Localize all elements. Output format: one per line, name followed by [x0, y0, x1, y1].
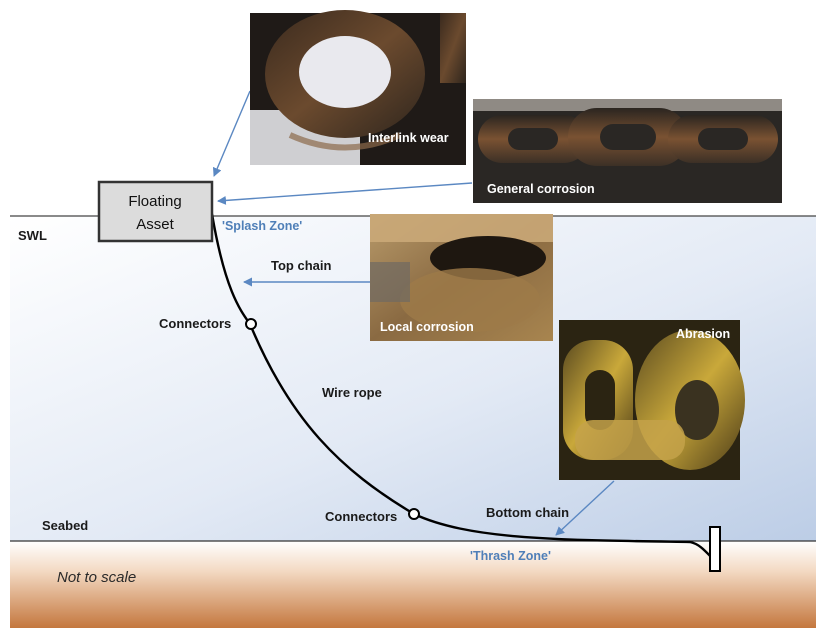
top-chain-label: Top chain [271, 258, 331, 273]
swl-label: SWL [18, 228, 47, 243]
photo-interlink-wear: Interlink wear [250, 10, 466, 165]
photo-general-corrosion-caption: General corrosion [487, 182, 595, 196]
photo-general-corrosion: General corrosion [473, 99, 782, 203]
connectors-upper-label: Connectors [159, 316, 231, 331]
arrow-general-corrosion [218, 183, 472, 201]
splash-zone-label: 'Splash Zone' [222, 219, 302, 233]
photo-abrasion-caption: Abrasion [676, 327, 730, 341]
connectors-lower-label: Connectors [325, 509, 397, 524]
arrow-interlink-wear [214, 91, 250, 176]
photo-interlink-wear-caption: Interlink wear [368, 131, 449, 145]
connector-lower-marker [409, 509, 419, 519]
photo-abrasion: Abrasion [559, 320, 745, 480]
floating-asset-label-1: Floating [128, 193, 181, 210]
photo-local-corrosion: Local corrosion [370, 214, 553, 341]
thrash-zone-label: 'Thrash Zone' [470, 549, 551, 563]
seabed-label: Seabed [42, 518, 88, 533]
bottom-chain-label: Bottom chain [486, 505, 569, 520]
photo-local-corrosion-caption: Local corrosion [380, 320, 474, 334]
floating-asset-label-2: Asset [136, 216, 174, 233]
anchor [710, 527, 720, 571]
connector-upper-marker [246, 319, 256, 329]
not-to-scale-note: Not to scale [57, 569, 136, 586]
wire-rope-label: Wire rope [322, 385, 382, 400]
